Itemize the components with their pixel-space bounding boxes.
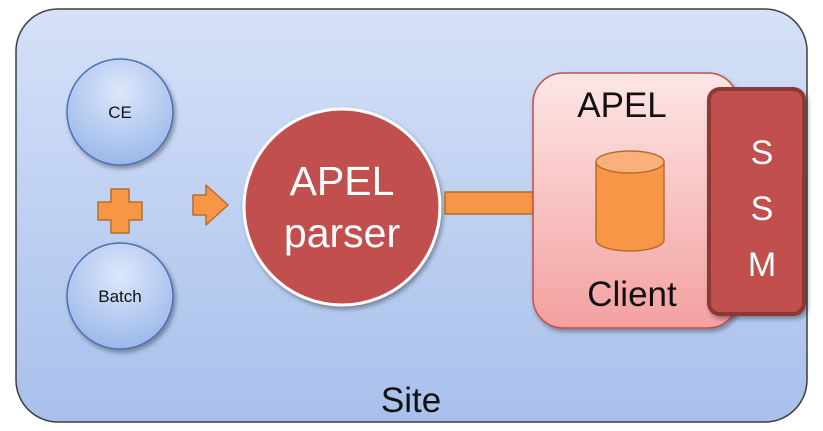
client-title: APEL [577, 86, 667, 125]
ssm-box: S S M [707, 87, 806, 316]
site-label: Site [381, 381, 441, 420]
batch-label: Batch [98, 287, 141, 306]
batch-node: Batch [66, 242, 174, 350]
ce-node: CE [66, 58, 174, 166]
client-label: Client [587, 275, 677, 314]
ce-label: CE [108, 103, 132, 122]
parser-title: APEL [290, 158, 395, 204]
ssm-letter-3: M [748, 246, 776, 284]
ssm-letter-1: S [751, 134, 774, 172]
apel-parser-node: APEL parser [242, 107, 442, 307]
ssm-letter-2: S [751, 190, 774, 228]
plus-icon [97, 188, 143, 234]
arrow-right-icon [192, 184, 229, 226]
parser-subtitle: parser [284, 210, 400, 256]
database-icon [595, 150, 665, 252]
